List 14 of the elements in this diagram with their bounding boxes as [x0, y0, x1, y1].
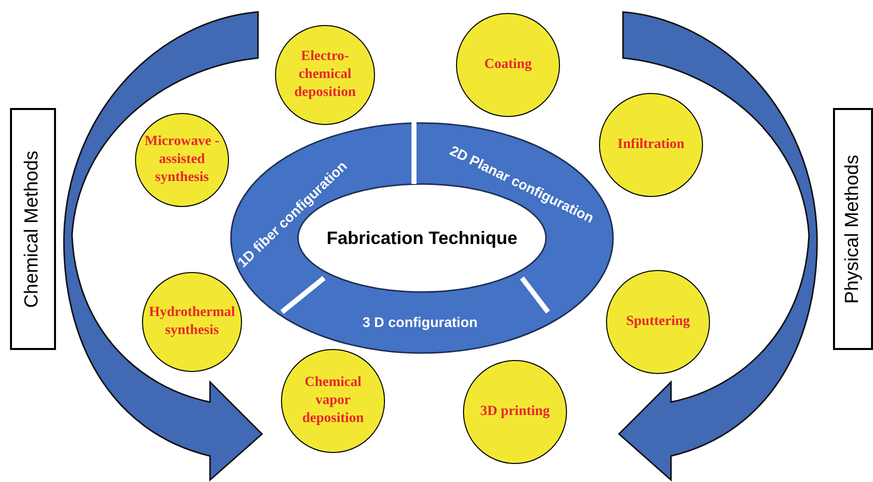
method-name: Coating: [483, 56, 533, 74]
label-box: [10, 108, 56, 350]
center-title: Fabrication Technique: [326, 228, 518, 250]
method-name: 3D printing: [479, 402, 551, 421]
method-name: Electro-chemical deposition: [293, 48, 357, 102]
method-name: Infiltration: [616, 136, 686, 154]
method-name: Sputtering: [625, 312, 691, 331]
method-name: Chemical vapor deposition: [301, 374, 365, 428]
label-box: [833, 108, 873, 350]
method-name: Microwave -assisted synthesis: [144, 132, 220, 188]
method-label: Physical Methods: [840, 154, 864, 304]
method-name: Hydrothermal synthesis: [149, 304, 235, 340]
segment-label: 3 D configuration: [362, 315, 478, 329]
method-label: Chemical Methods: [20, 150, 44, 308]
